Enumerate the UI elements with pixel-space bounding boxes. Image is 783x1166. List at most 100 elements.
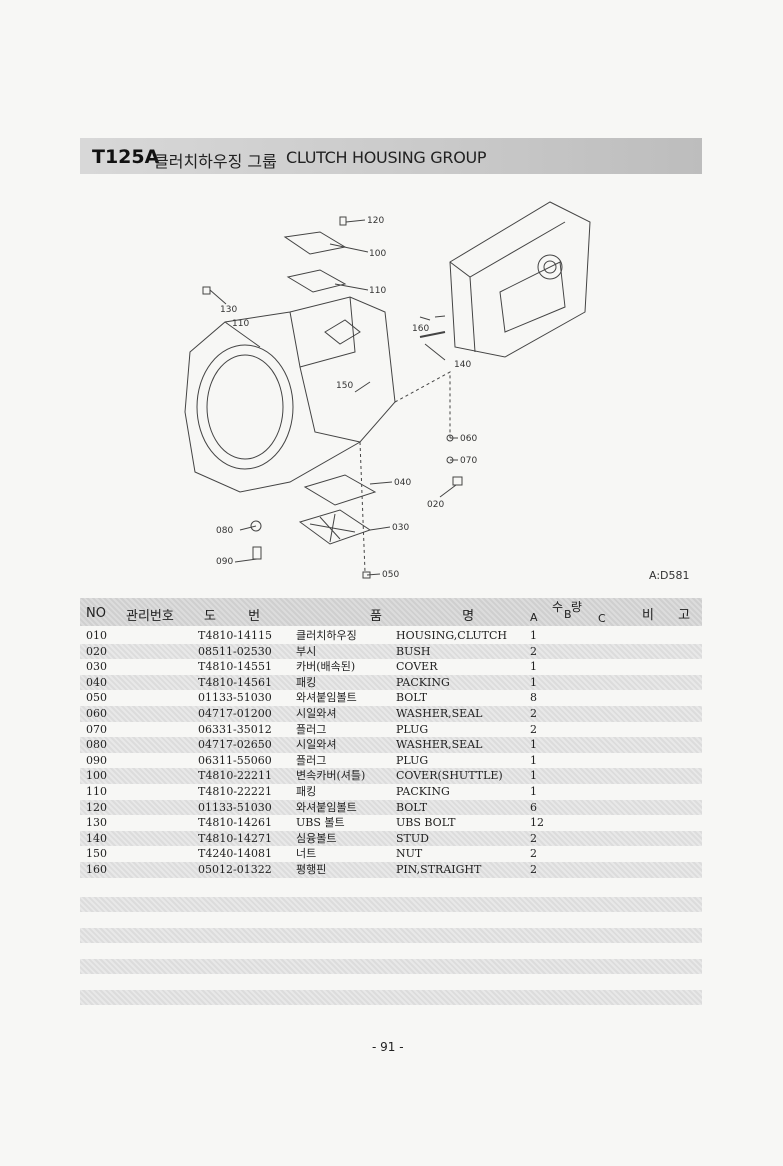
item-number: 150 [86, 847, 107, 861]
callout-label: 120 [367, 216, 384, 226]
part-number: T4810-14271 [198, 831, 273, 845]
quantity-a: 1 [530, 769, 537, 783]
item-number: 090 [86, 753, 107, 767]
name-korean: 패킹 [296, 675, 317, 689]
transmission-case-drawing [449, 201, 591, 358]
name-korean: 와셔붙임볼트 [296, 691, 357, 705]
part-number: 08511-02530 [198, 644, 272, 658]
callout-label: 030 [392, 523, 409, 533]
quantity-a: 1 [530, 660, 537, 674]
header-remark: 비 고 [642, 608, 701, 623]
item-number: 050 [86, 691, 107, 705]
callout-label: 110 [369, 286, 386, 296]
quantity-a: 2 [530, 862, 537, 876]
name-english: PIN,STRAIGHT [396, 862, 482, 876]
name-korean: 부시 [296, 644, 317, 658]
header-qty-b: B [564, 608, 572, 621]
packing-110-drawing [286, 269, 347, 293]
quantity-a: 2 [530, 831, 537, 845]
callout-label: 110 [232, 319, 249, 329]
part-number: 04717-01200 [198, 706, 272, 720]
quantity-a: 1 [530, 784, 537, 798]
part-number: T4810-22221 [198, 784, 273, 798]
callout-label: 020 [427, 500, 444, 510]
quantity-a: 6 [530, 800, 537, 814]
group-title-english: CLUTCH HOUSING GROUP [286, 148, 487, 167]
name-english: BOLT [396, 691, 428, 705]
item-number: 020 [86, 644, 107, 658]
header-drawing-number: 도 번 [204, 609, 275, 624]
part-number: T4810-14261 [198, 816, 273, 830]
part-number: T4240-14081 [198, 847, 273, 861]
clutch-housing-drawing [184, 296, 396, 493]
quantity-a: 2 [530, 706, 537, 720]
name-english: PLUG [396, 753, 429, 767]
table-row: 060 04717-01200 시일와셔 WASHER,SEAL 2 [80, 705, 702, 722]
group-title-korean: 클러치하우징 그룹 [154, 152, 277, 171]
item-number: 060 [86, 706, 107, 720]
name-english: NUT [396, 847, 423, 861]
header-management-number: 관리번호 [126, 609, 174, 624]
quantity-a: 2 [530, 847, 537, 861]
header-qty-c: C [598, 612, 606, 625]
name-english: UBS BOLT [396, 816, 456, 830]
callout-label: 090 [216, 557, 233, 567]
name-korean: 패킹 [296, 784, 317, 798]
part-number: 01133-51030 [198, 691, 272, 705]
name-korean: 변속카버(셔틀) [296, 769, 366, 783]
item-number: 030 [86, 660, 107, 674]
quantity-a: 1 [530, 675, 537, 689]
name-english: WASHER,SEAL [396, 738, 483, 752]
item-number: 110 [86, 784, 107, 798]
quantity-a: 12 [530, 816, 544, 830]
quantity-a: 1 [530, 753, 537, 767]
quantity-a: 2 [530, 722, 537, 736]
item-number: 010 [86, 629, 107, 642]
item-number: 040 [86, 675, 107, 689]
name-english: WASHER,SEAL [396, 706, 483, 720]
name-korean: 시일와셔 [296, 706, 337, 720]
housing-bell-opening [196, 344, 294, 470]
page-number: - 91 - [372, 1040, 404, 1054]
item-number: 080 [86, 738, 107, 752]
name-korean: 평행핀 [296, 862, 327, 876]
name-korean: 플러그 [296, 722, 327, 736]
callout-label: 050 [382, 570, 399, 580]
item-number: 100 [86, 769, 107, 783]
diagram-reference: A:D581 [649, 569, 690, 582]
callout-label: 130 [220, 305, 237, 315]
empty-row-band [80, 990, 702, 1005]
empty-row-band [80, 897, 702, 912]
name-english: PLUG [396, 722, 429, 736]
part-number: T4810-14115 [198, 629, 273, 642]
empty-row-band [80, 928, 702, 943]
name-english: BOLT [396, 800, 428, 814]
name-korean: 시일와셔 [296, 738, 337, 752]
item-number: 160 [86, 862, 107, 876]
exploded-parts-diagram: 120 100 110 130 110 160 150 140 060 070 … [184, 201, 591, 580]
name-korean: 와셔붙임볼트 [296, 800, 357, 814]
quantity-a: 8 [530, 691, 537, 705]
name-korean: 심융볼트 [296, 831, 337, 845]
group-code: T125A [92, 146, 160, 168]
name-korean: 플러그 [296, 753, 327, 767]
part-number: 01133-51030 [198, 800, 272, 814]
callout-label: 100 [369, 249, 386, 259]
item-number: 140 [86, 831, 107, 845]
name-english: PACKING [396, 675, 450, 689]
table-row: 050 01133-51030 와셔붙임볼트 BOLT 8 [80, 690, 702, 706]
part-number: T4810-22211 [198, 769, 273, 783]
callout-label: 140 [454, 360, 471, 370]
empty-row-band [80, 959, 702, 974]
part-number: 06311-55060 [198, 753, 272, 767]
